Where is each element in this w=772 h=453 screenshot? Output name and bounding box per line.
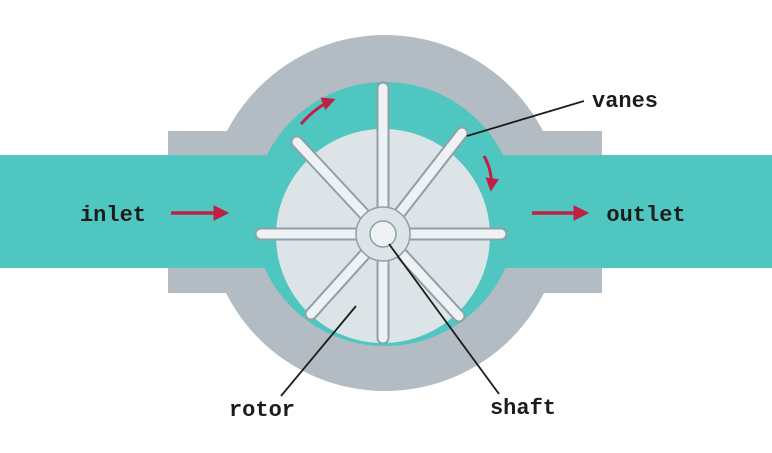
- rotor-label: rotor: [229, 398, 295, 423]
- shaft: [369, 220, 397, 248]
- vane: [394, 246, 466, 323]
- leader-line-vanes: [466, 100, 585, 137]
- vane: [304, 246, 373, 321]
- leader-line-rotor: [280, 305, 357, 397]
- vane: [290, 135, 372, 222]
- rotation-arrow-right-icon: [482, 155, 499, 192]
- inlet-pipe: [0, 155, 300, 268]
- inlet-label: inlet: [80, 203, 146, 228]
- outlet-pipe: [470, 155, 772, 268]
- rotation-arrow-top-icon: [299, 97, 336, 125]
- outlet-label: outlet: [606, 203, 685, 228]
- vanes-label: vanes: [592, 89, 658, 114]
- vane: [392, 126, 469, 221]
- shaft-label: shaft: [490, 396, 556, 421]
- leader-line-shaft: [388, 243, 500, 395]
